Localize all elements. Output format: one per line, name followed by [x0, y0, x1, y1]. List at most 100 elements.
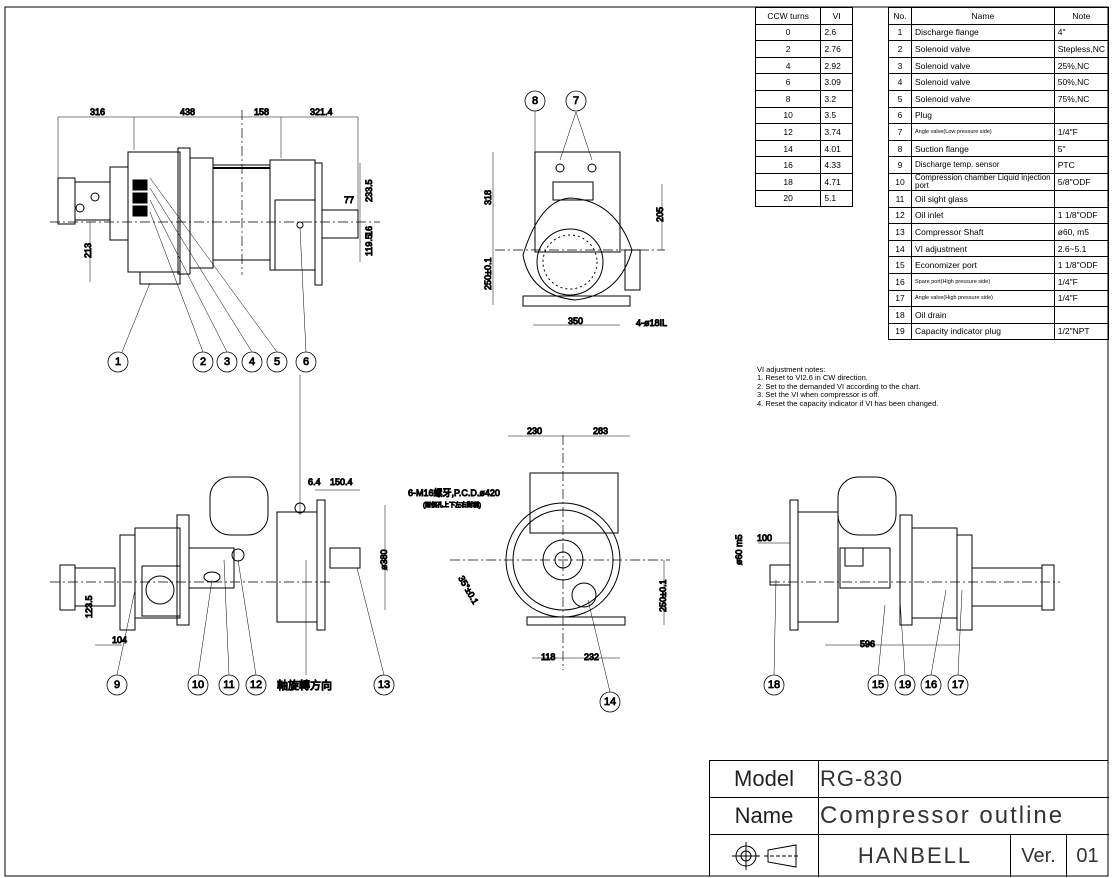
dim-596: 596: [860, 639, 875, 649]
callout-12: 12: [245, 674, 267, 696]
svg-text:5: 5: [274, 356, 280, 368]
part-name-cell: Compression chamber Liquid injection por…: [911, 172, 1055, 191]
part-name-cell: Solenoid valve: [911, 89, 1055, 108]
callout-19: 19: [894, 674, 916, 696]
svg-text:14: 14: [604, 696, 616, 708]
part-name-cell: Capacity indicator plug: [911, 322, 1055, 341]
part-number-cell: 9: [888, 156, 912, 174]
part-name-cell: Angle valve(Low pressure side): [911, 123, 1055, 141]
callout-15: 15: [867, 674, 889, 696]
part-number-cell: 7: [888, 123, 912, 141]
part-name-cell: Discharge flange: [911, 23, 1055, 42]
header-no: No.: [888, 7, 912, 25]
rotation-direction-label: 軸旋轉方向: [277, 678, 332, 692]
part-note-cell: 2.6~5.1: [1053, 239, 1110, 258]
dim-230: 230: [527, 426, 542, 436]
part-note-cell: 1/2"NPT: [1053, 322, 1110, 341]
callout-4: 4: [241, 351, 263, 373]
svg-text:2: 2: [200, 356, 206, 368]
part-number-cell: 11: [888, 189, 912, 208]
svg-text:18: 18: [768, 679, 780, 691]
part-number-cell: 16: [888, 272, 912, 291]
part-number-cell: 6: [888, 106, 912, 125]
dim-158: 158: [254, 107, 269, 117]
svg-text:7: 7: [573, 95, 579, 107]
part-note-cell: 1 1/8"ODF: [1053, 206, 1110, 225]
part-number-cell: 14: [888, 239, 912, 258]
part-name-cell: Compressor Shaft: [911, 223, 1055, 241]
note-item: 1. Reset to VI2.6 in CW direction.: [757, 373, 868, 383]
part-name-cell: Oil sight glass: [911, 189, 1055, 208]
header-name: Name: [911, 7, 1055, 25]
dim-104: 104: [112, 635, 127, 645]
svg-text:17: 17: [952, 679, 964, 691]
callout-9: 9: [106, 674, 128, 696]
vi-cell: 2.6: [820, 23, 853, 42]
part-name-cell: Solenoid valve: [911, 40, 1055, 58]
part-note-cell: 5/8"ODF: [1053, 172, 1110, 191]
callout-2: 2: [192, 351, 214, 373]
dim-250-bottom: 250±0.1: [658, 580, 668, 612]
dim-321-4: 321.4: [310, 107, 333, 117]
ccw-turns-cell: 8: [754, 89, 822, 108]
part-number-cell: 4: [888, 73, 912, 91]
callout-10: 10: [187, 674, 209, 696]
dim-16: 16: [364, 226, 374, 236]
callout-11: 11: [218, 674, 240, 696]
dim-213: 213: [83, 243, 93, 258]
callout-13: 13: [373, 674, 395, 696]
part-name-cell: Spare port(High pressure side): [911, 272, 1055, 291]
dim-bolt-holes: 4-ø18IL: [636, 318, 667, 328]
part-name-cell: Plug: [911, 106, 1055, 125]
part-note-cell: [1053, 306, 1110, 324]
name-value: Compressor outline: [820, 802, 1065, 829]
svg-text:3: 3: [224, 356, 230, 368]
part-number-cell: 13: [888, 223, 912, 241]
vi-cell: 2.76: [820, 40, 853, 58]
part-number-cell: 17: [888, 289, 912, 308]
part-number-cell: 19: [888, 322, 912, 341]
callout-5: 5: [266, 351, 288, 373]
part-note-cell: 4": [1053, 23, 1110, 42]
vi-cell: 3.2: [820, 89, 853, 108]
ccw-turns-cell: 6: [754, 73, 822, 91]
part-note-cell: ø60, m5: [1053, 223, 1110, 241]
notes-title: VI adjustment notes:: [757, 365, 826, 374]
vi-cell: 3.09: [820, 73, 853, 91]
part-note-cell: 25%,NC: [1053, 56, 1110, 75]
callout-8: 8: [524, 90, 546, 112]
part-name-cell: Oil drain: [911, 306, 1055, 324]
part-name-cell: VI adjustment: [911, 239, 1055, 258]
company-row: HANBELL Ver. 01: [710, 835, 1109, 877]
part-note-cell: 50%,NC: [1053, 73, 1110, 91]
dim-350: 350: [568, 316, 583, 326]
svg-text:9: 9: [114, 679, 120, 691]
part-name-cell: Angle valve(High pressure side): [911, 289, 1055, 308]
part-note-cell: [1053, 106, 1110, 125]
top-side-view: 316 438 158 321.4 233.5 119.5 77 16 213: [50, 107, 380, 353]
callout-6: 6: [295, 351, 317, 373]
vi-cell: 4.71: [820, 172, 853, 191]
ccw-turns-cell: 18: [754, 172, 822, 191]
